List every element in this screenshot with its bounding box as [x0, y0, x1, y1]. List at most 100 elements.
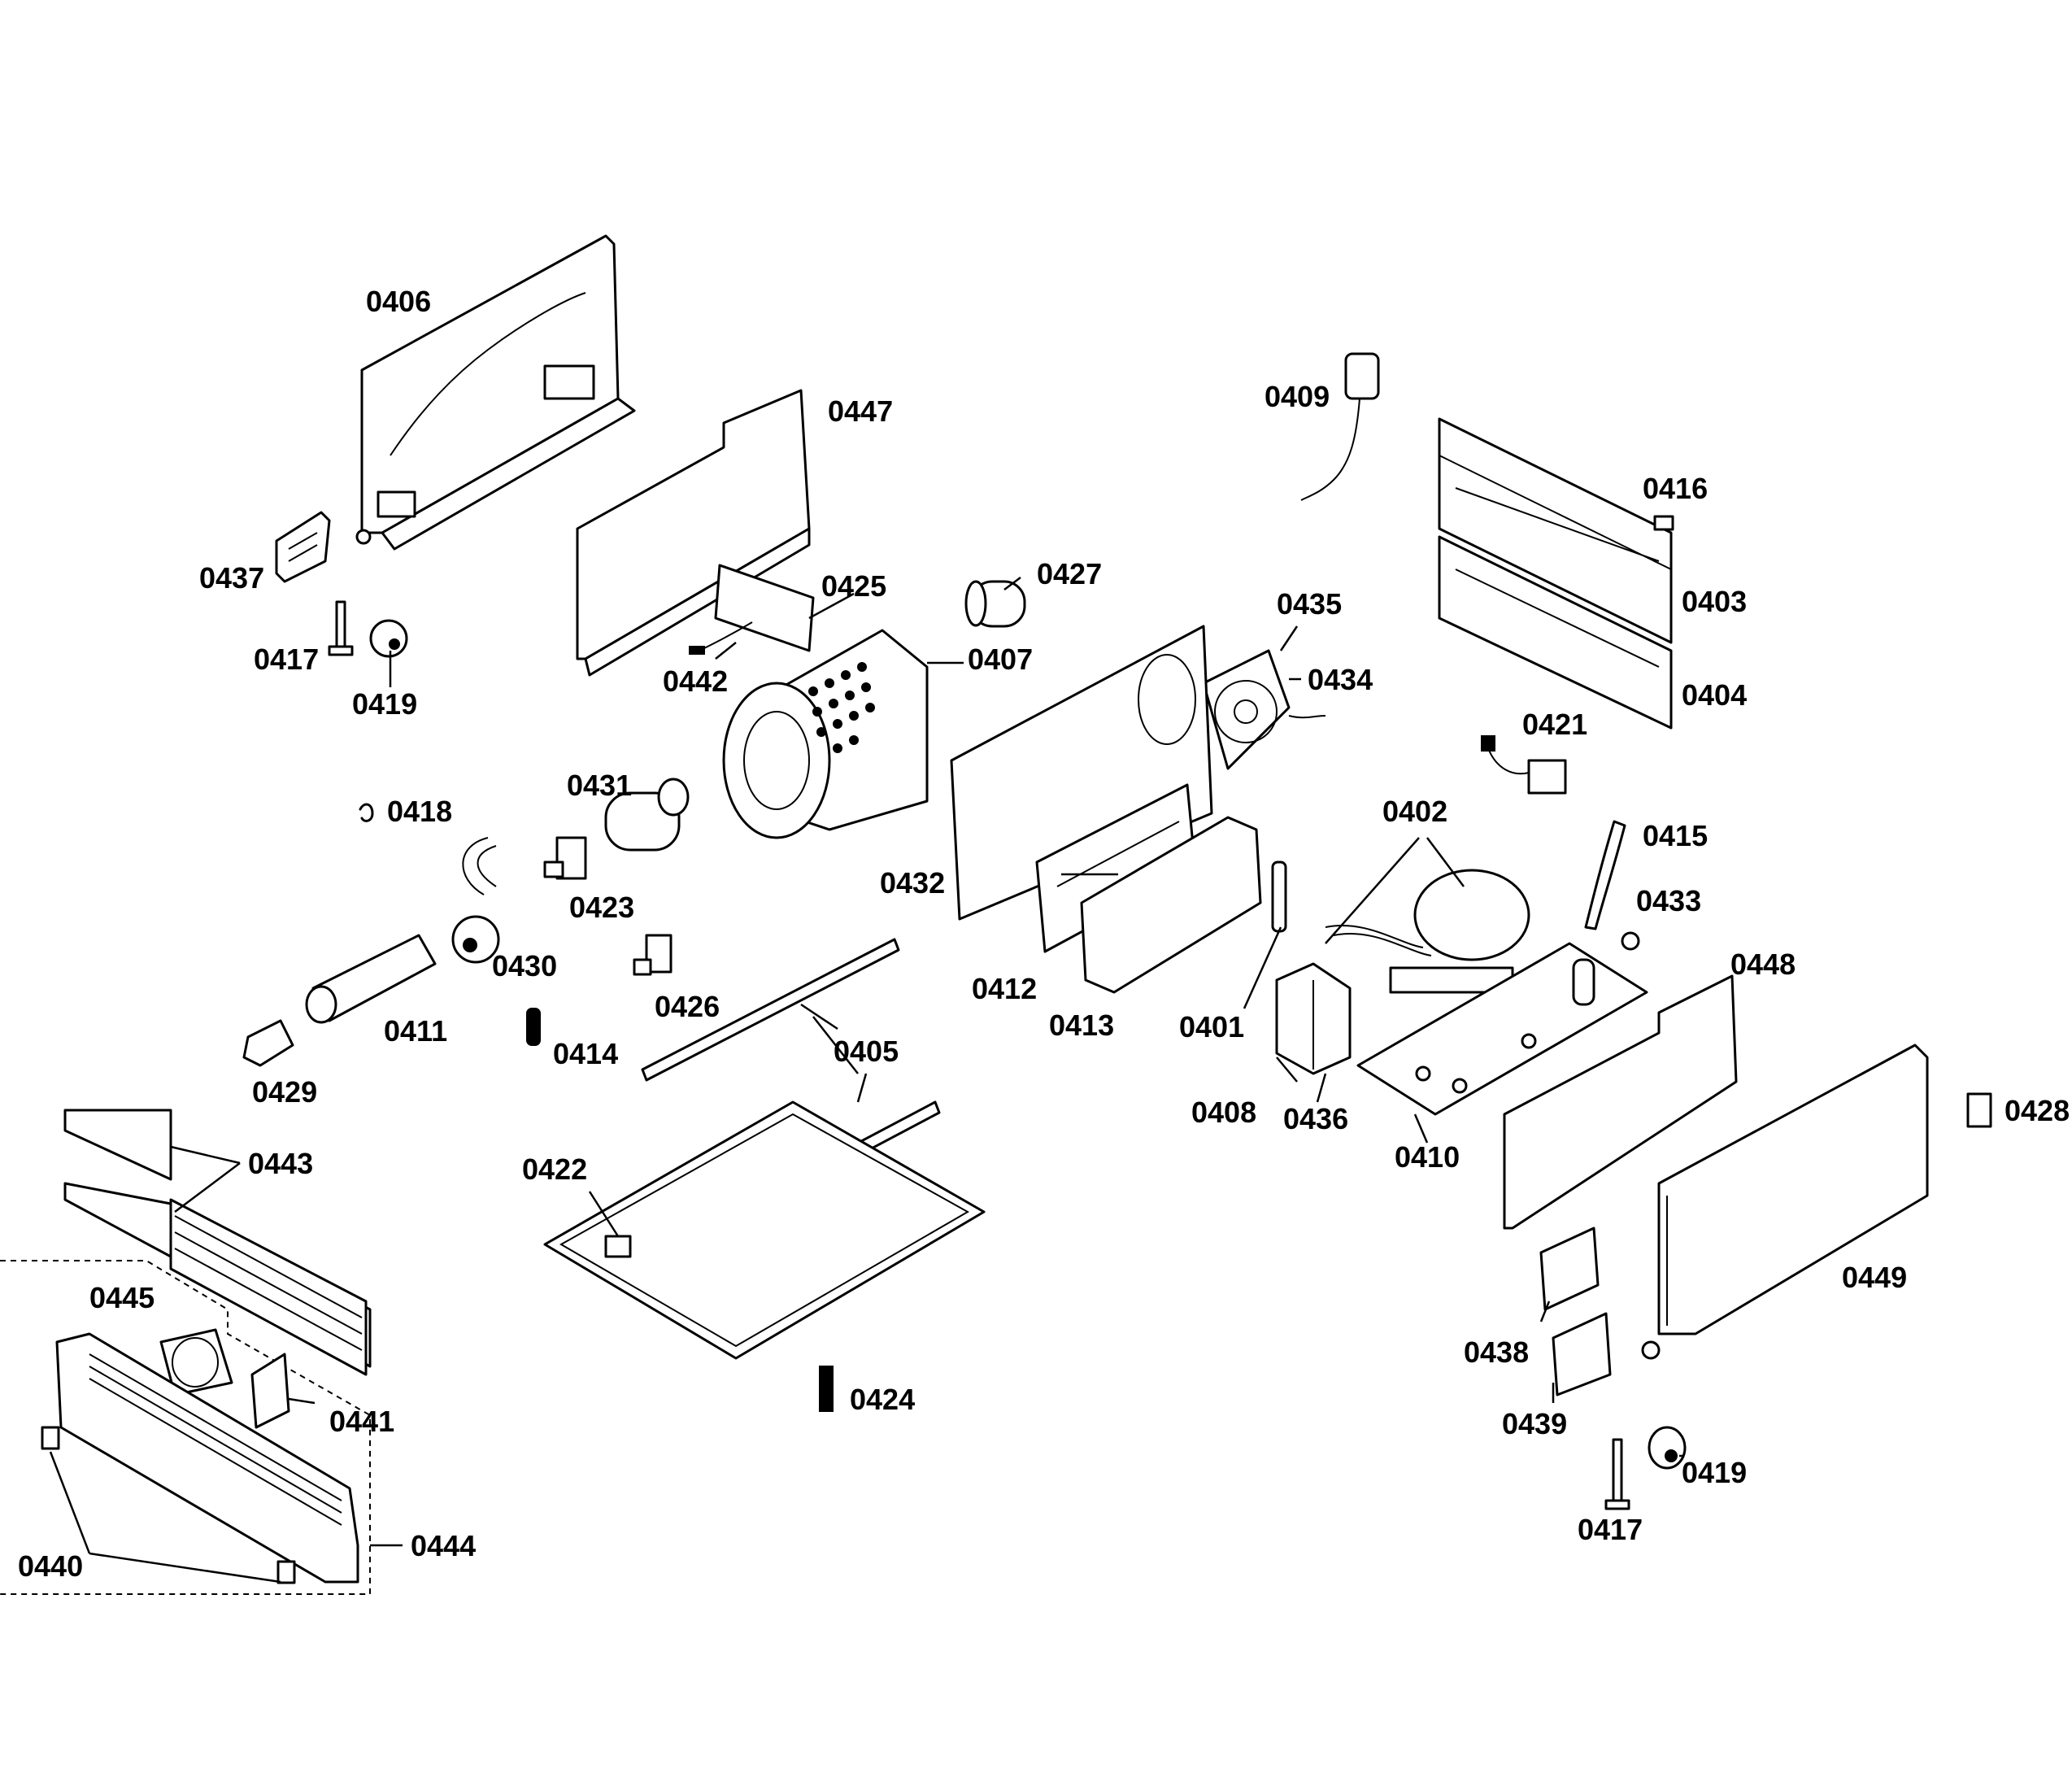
- part-0413-cover: [1080, 816, 1262, 994]
- label-0442: 0442: [663, 664, 728, 698]
- label-0402: 0402: [1382, 795, 1447, 828]
- part-0415-tube: [1584, 820, 1626, 930]
- label-0418: 0418: [387, 795, 452, 828]
- label-0412: 0412: [972, 972, 1037, 1005]
- part-0443-grille: [63, 1109, 372, 1376]
- label-0447: 0447: [828, 394, 893, 428]
- part-0428-switch: [1966, 1092, 1992, 1128]
- label-0433: 0433: [1636, 884, 1701, 917]
- part-0402-compressor: [1389, 869, 1530, 994]
- label-0413: 0413: [1049, 1009, 1114, 1042]
- label-0441: 0441: [329, 1405, 394, 1438]
- part-0411-filter: [305, 934, 437, 1024]
- label-0416: 0416: [1643, 472, 1708, 505]
- label-0421: 0421: [1522, 708, 1587, 741]
- label-0425: 0425: [821, 569, 886, 603]
- part-0409-power-cord: [1300, 352, 1380, 501]
- part-0401-dryer: [1271, 861, 1287, 933]
- part-labels: 0406 0447 0437 0417 0419 0425 0442 0407 …: [18, 285, 2070, 1583]
- part-0421-relay: [1481, 735, 1567, 795]
- part-0441-bracket: [250, 1353, 290, 1429]
- label-0424: 0424: [850, 1383, 915, 1416]
- part-0429-cap: [242, 1019, 294, 1067]
- label-0428: 0428: [2005, 1094, 2070, 1127]
- part-0417-leveling-screw-lower: [1604, 1438, 1630, 1510]
- label-0448: 0448: [1730, 948, 1796, 981]
- part-0407-fan-housing: [722, 629, 929, 839]
- part-0437-bracket: [275, 511, 331, 583]
- part-0433-nut: [1621, 931, 1640, 951]
- label-0434: 0434: [1308, 663, 1373, 696]
- part-0422-tray: [543, 1100, 986, 1360]
- part-0440-plug: [41, 1426, 296, 1584]
- part-0414-spring: [526, 1008, 541, 1046]
- part-0434-axial-fan: [1202, 649, 1326, 770]
- label-0426: 0426: [655, 990, 720, 1023]
- housing-perforations: [808, 662, 875, 753]
- kickplate-group-outline: [0, 1260, 371, 1595]
- label-0423: 0423: [569, 891, 634, 924]
- part-0436-wiring: [1325, 925, 1432, 956]
- part-0423-valve: [543, 836, 587, 880]
- label-0444: 0444: [411, 1529, 476, 1562]
- part-0416-clip: [1653, 515, 1674, 531]
- part-0431-capacitor: [604, 778, 690, 852]
- part-0444-kick-plate: [55, 1332, 359, 1584]
- leader-lines: [49, 577, 1683, 1584]
- part-0430-motor: [451, 837, 500, 964]
- label-0438: 0438: [1464, 1335, 1529, 1369]
- label-0422: 0422: [522, 1152, 587, 1186]
- part-0408-box: [1275, 962, 1352, 1075]
- part-0406-back-panel: [355, 234, 636, 551]
- part-0432-plate: [950, 625, 1213, 921]
- label-0419-lower: 0419: [1682, 1456, 1747, 1489]
- label-0403: 0403: [1682, 585, 1747, 618]
- part-0403-rear-panel: [1438, 417, 1673, 644]
- label-0410: 0410: [1395, 1140, 1460, 1174]
- label-0432: 0432: [880, 866, 945, 900]
- label-0409: 0409: [1265, 380, 1330, 413]
- part-0424-clip: [819, 1366, 834, 1412]
- label-0430: 0430: [492, 949, 557, 982]
- part-0425-fan-shroud: [714, 564, 815, 652]
- part-0418-clip: [359, 803, 374, 822]
- label-0417-upper: 0417: [254, 643, 319, 676]
- part-0447-side-panel: [576, 389, 811, 677]
- part-0439-bracket: [1552, 1312, 1612, 1396]
- label-0429: 0429: [252, 1075, 317, 1109]
- label-0408: 0408: [1191, 1096, 1256, 1129]
- label-0407: 0407: [968, 643, 1033, 676]
- label-0405: 0405: [834, 1035, 899, 1068]
- part-0448-side-panel: [1503, 974, 1738, 1230]
- part-0427-fan-motor: [964, 580, 1026, 628]
- label-0436: 0436: [1283, 1102, 1348, 1135]
- label-0431: 0431: [567, 769, 632, 802]
- label-0414: 0414: [553, 1037, 618, 1070]
- label-0419-upper: 0419: [352, 687, 417, 721]
- label-0440: 0440: [18, 1549, 83, 1583]
- label-0404: 0404: [1682, 678, 1747, 712]
- label-0415: 0415: [1643, 819, 1708, 852]
- part-0438-bracket: [1539, 1226, 1600, 1311]
- part-0410-base-plate: [1356, 942, 1648, 1116]
- label-0406: 0406: [366, 285, 431, 318]
- part-0442-wire: [689, 621, 753, 655]
- part-0426-valve: [633, 934, 673, 976]
- part-0449-front-panel: [1641, 1043, 1929, 1360]
- part-0404-rear-panel: [1438, 535, 1673, 730]
- label-0445: 0445: [89, 1281, 155, 1314]
- label-0401: 0401: [1179, 1010, 1244, 1043]
- part-0419-caster-lower: [1648, 1426, 1687, 1470]
- label-0437: 0437: [199, 561, 264, 595]
- part-0417-leveling-screw: [328, 600, 354, 656]
- label-0411: 0411: [384, 1014, 447, 1048]
- part-0445-filter-disk: [159, 1328, 233, 1396]
- label-0427: 0427: [1037, 557, 1102, 590]
- label-0449: 0449: [1842, 1261, 1907, 1294]
- part-0419-caster: [369, 619, 408, 658]
- label-0417-lower: 0417: [1578, 1513, 1643, 1546]
- label-0443: 0443: [248, 1147, 313, 1180]
- label-0439: 0439: [1502, 1407, 1567, 1440]
- label-0435: 0435: [1277, 587, 1342, 621]
